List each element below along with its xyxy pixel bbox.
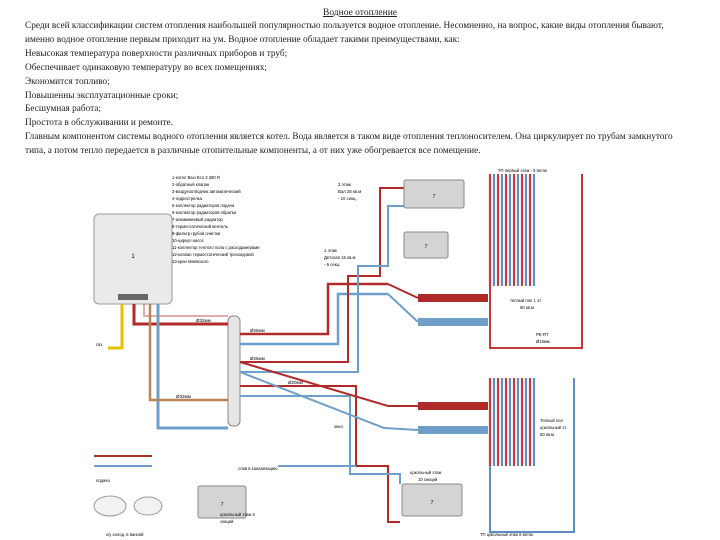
legend-item: 7-алюминиевый радиатор: [172, 217, 223, 222]
bathroom-sinks: [93, 455, 163, 517]
advantage-item: Повышенны эксплуатационные сроки;: [25, 90, 179, 101]
window-label: окно: [334, 424, 343, 429]
tp-basement-area: цокольный эт.: [540, 425, 567, 430]
underfloor-collector-basement: [239, 361, 488, 434]
tp-basement-area: Теплый пол: [540, 418, 563, 423]
legend-item: 13-кран Маевского: [172, 259, 209, 264]
svg-text:7: 7: [433, 194, 436, 200]
basement-left-label: секций: [220, 519, 234, 524]
pipe-diameter-label: Ø32мм: [176, 394, 191, 399]
svg-text:7: 7: [425, 244, 428, 250]
legend-item: 6-коллектор радиаторов обратка: [172, 210, 237, 215]
heating-scheme-diagram: 1 1-котел Baxi Eco 3 280 Fi 2-обратный к…: [93, 168, 583, 537]
floor1-note: 1 этаж: [324, 248, 337, 253]
tp-pipe-spec: Ø16мм: [536, 339, 550, 344]
pipe-diameter-label: Ø32мм: [196, 318, 211, 323]
feed-label: подача: [96, 478, 110, 483]
document-body: Среди всей классификации систем отоплени…: [25, 20, 695, 159]
advantage-item: Простота в обслуживании и ремонте.: [25, 118, 173, 129]
legend-item: 9-фильтр грубой очистки: [172, 231, 221, 236]
svg-text:7: 7: [221, 502, 224, 508]
radiator-basement-right: 7: [401, 483, 463, 517]
underfloor-loops-basement: [488, 378, 575, 533]
radiator-basement-left: 7: [197, 485, 247, 519]
legend-item: 4-гидрострелка: [172, 196, 203, 201]
pipe-diameter-label: Ø25мм: [250, 328, 265, 333]
basement-left-label: цокольный этаж 5: [220, 512, 255, 517]
tp-first-floor-area: 50 кв.м: [520, 305, 534, 310]
legend-item: 5-коллектор радиаторов подача: [172, 203, 235, 208]
boiler-number: 1: [131, 254, 135, 260]
boiler: 1: [93, 213, 173, 305]
legend-item: 3-воздухоотводчик автоматический: [172, 189, 241, 194]
tp-pipe-spec: PE-RT: [536, 332, 549, 337]
legend: 1-котел Baxi Eco 3 280 Fi 2-обратный кла…: [172, 175, 260, 264]
radiator-circuits: Ø25мм Ø25мм Ø20мм: [240, 187, 408, 523]
page-title: Водное отопление: [322, 8, 397, 18]
legend-item: 11-коллектор теплого пола с расходомерам…: [172, 245, 260, 250]
legend-item: 2-обратный клапан: [172, 182, 210, 187]
advantage-item: Обеспечивает одинаковую температуру во в…: [25, 62, 267, 73]
radiator-floor1: 7: [403, 231, 449, 259]
tp-basement-label: ТП цокольный этаж 6 веток: [480, 532, 533, 537]
intro-paragraph: Среди всей классификации систем отоплени…: [25, 21, 664, 45]
pipe-diameter-label: Ø25мм: [250, 356, 265, 361]
floor2-note: - 10 секц.: [338, 196, 357, 201]
advantage-item: Невысокая температура поверхности различ…: [25, 48, 288, 59]
legend-item: 8-термостатический вентиль: [172, 224, 229, 229]
tp-basement-area: 50 кв.м: [540, 432, 554, 437]
cold-water-label: х/у холод. в ванной: [106, 532, 144, 537]
tp-first-floor-area: теплый пол 1 эт.: [510, 298, 542, 303]
legend-item: 12-клапан термостатический трехходовой: [172, 252, 254, 257]
legend-item: 10-циркул.насос: [172, 238, 204, 243]
gas-pipe: газ: [96, 304, 124, 350]
basement-right-label: 10 секций: [418, 477, 438, 482]
closing-paragraph: Главным компонентом системы водного отоп…: [25, 132, 673, 157]
floor2-note: 2 этаж: [338, 182, 351, 187]
floor1-note: - 6 секц.: [324, 262, 340, 267]
hydraulic-separator: [227, 315, 241, 427]
pipe-diameter-label: Ø20мм: [288, 380, 303, 385]
radiator-floor2: 7: [403, 179, 465, 209]
basement-right-label: цокольный этаж: [410, 470, 441, 475]
advantage-item: Экономится топливо;: [25, 76, 110, 87]
advantage-item: Бесшумная работа;: [25, 104, 102, 115]
floor2-note: Вал 25 кв.м: [338, 189, 361, 194]
floor1-note: Детская 15 кв.м: [324, 255, 355, 260]
sewer-label: слив в канализацию: [238, 466, 277, 471]
svg-text:7: 7: [431, 500, 434, 506]
main-pipes: Ø32мм Ø32мм: [132, 304, 228, 430]
underfloor-collector-floor1: [387, 283, 488, 326]
tp-first-floor-label: ТП первый этаж - 6 веток: [498, 168, 547, 173]
legend-item: 1-котел Baxi Eco 3 280 Fi: [172, 175, 220, 180]
underfloor-loops-floor1: [488, 174, 583, 349]
gas-label: газ: [96, 342, 102, 347]
